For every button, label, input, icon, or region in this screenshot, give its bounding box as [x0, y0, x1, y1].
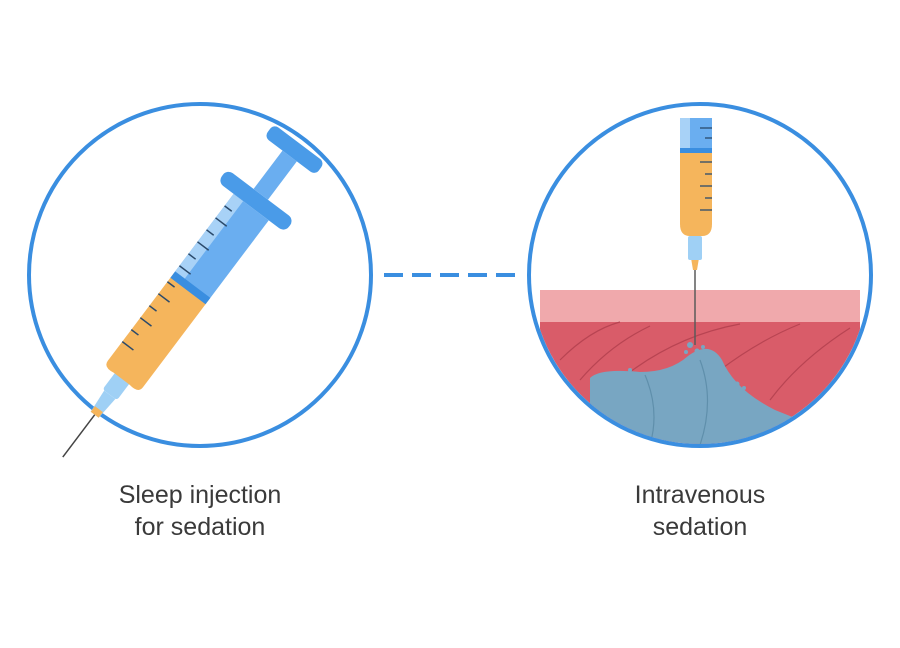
iv-hub — [688, 236, 702, 260]
caption-intravenous: Intravenous sedation — [550, 479, 850, 543]
iv-ticks — [700, 127, 712, 211]
intravenous-panel — [527, 102, 873, 448]
iv-fluid — [680, 150, 712, 236]
muscle-fibres — [559, 321, 861, 431]
syringe-icon — [62, 126, 323, 458]
skin-layer — [540, 290, 860, 322]
syringe-needle — [62, 406, 102, 458]
sleep-injection-panel — [27, 102, 373, 458]
iv-injection-icon — [680, 118, 712, 345]
vein-shape — [590, 349, 800, 444]
caption-line: Sleep injection — [118, 481, 282, 509]
syringe-flange — [220, 171, 292, 230]
caption-line: sedation — [652, 513, 748, 541]
syringe-barrel — [173, 193, 269, 301]
syringe-stopper — [170, 271, 211, 305]
caption-line: Intravenous — [634, 481, 766, 509]
left-circle — [27, 102, 373, 448]
fluid-droplets — [628, 342, 746, 390]
syringe-fluid — [106, 273, 209, 390]
syringe-plunger-head — [266, 126, 323, 173]
syringe-ticks — [121, 205, 233, 351]
caption-sleep-injection: Sleep injection for sedation — [50, 479, 350, 543]
syringe-plunger-rod — [253, 150, 297, 200]
caption-line: for sedation — [134, 513, 266, 541]
right-circle — [527, 102, 873, 448]
